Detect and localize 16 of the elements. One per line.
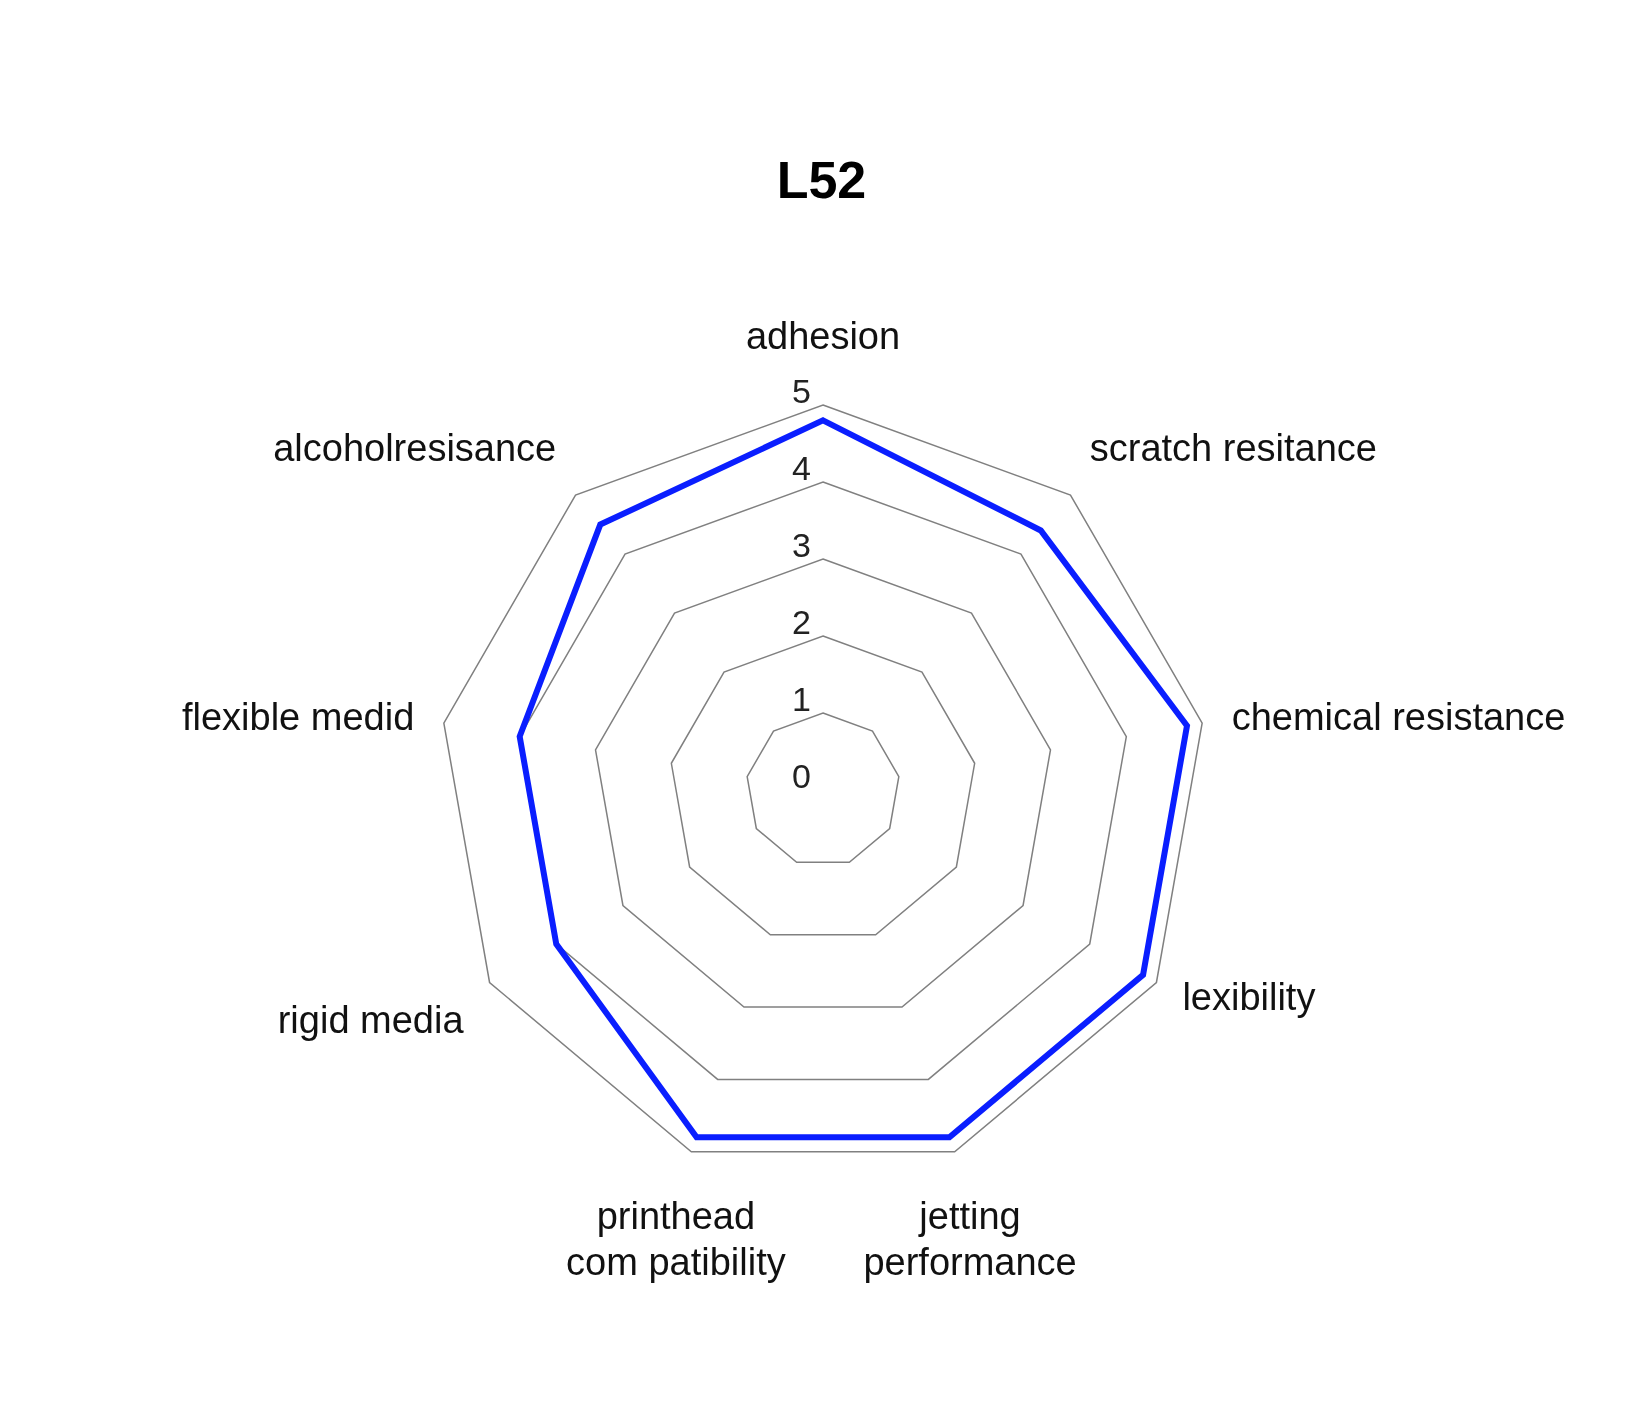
axis-label: chemical resistance [1231,695,1566,741]
axis-label: scratch resitance [1089,426,1377,472]
tick-label: 5 [792,371,811,411]
axis-label: alcoholresisance [273,426,557,472]
axis-label: adhesion [745,314,901,360]
tick-label: 0 [792,756,811,796]
tick-label: 2 [792,602,811,642]
axis-label: jetting performance [863,1194,1077,1285]
tick-label: 1 [792,679,811,719]
axis-label: flexible medid [181,695,415,741]
axis-label: rigid media [277,997,464,1043]
axis-label: lexibility [1182,974,1316,1020]
tick-label: 4 [792,448,811,488]
axis-label: printhead com patibility [566,1194,786,1285]
chart-title: L52 [775,150,868,210]
tick-label: 3 [792,525,811,565]
